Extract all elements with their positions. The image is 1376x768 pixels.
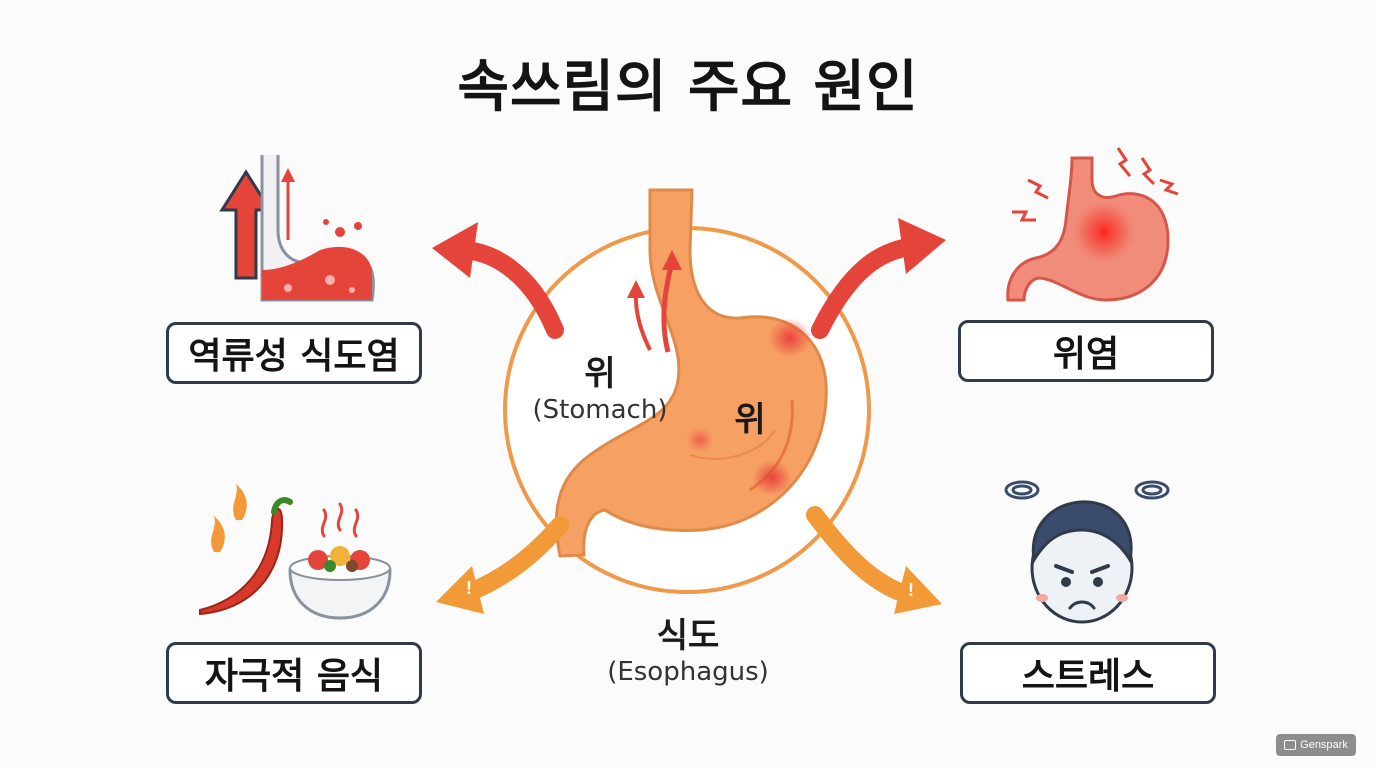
stomach-label-en: (Stomach) bbox=[532, 395, 668, 425]
page-title: 속쓰림의 주요 원인 bbox=[457, 55, 919, 120]
stomach-label: 위 (Stomach) bbox=[515, 346, 685, 425]
cause-label-gastritis: 위염 bbox=[958, 320, 1214, 382]
cause-text-reflux-esophagitis: 역류성 식도염 bbox=[188, 336, 400, 377]
watermark-badge: Genspark bbox=[1276, 734, 1356, 756]
watermark-text: Genspark bbox=[1300, 739, 1348, 751]
spicy-food-icon bbox=[199, 484, 392, 620]
stomach-label-ko: 위 bbox=[584, 354, 616, 394]
reflux-icon bbox=[219, 155, 375, 302]
esophagus-label: 식도 (Esophagus) bbox=[588, 608, 788, 687]
cause-text-gastritis: 위염 bbox=[1052, 334, 1120, 375]
arrow-to-food: ! bbox=[436, 516, 569, 614]
cause-label-stress: 스트레스 bbox=[960, 642, 1216, 704]
cause-text-stress: 스트레스 bbox=[1021, 656, 1155, 697]
stomach-illustration bbox=[554, 188, 828, 558]
svg-text:!: ! bbox=[466, 578, 472, 598]
gastritis-icon bbox=[1006, 147, 1179, 302]
esophagus-label-ko: 식도 bbox=[656, 616, 720, 656]
stomach-inner-label: 위 bbox=[734, 400, 766, 440]
cause-text-spicy-food: 자극적 음식 bbox=[204, 656, 384, 697]
stressed-face-icon bbox=[1004, 480, 1170, 624]
arrow-to-gastritis bbox=[811, 218, 946, 339]
arrow-to-reflux bbox=[432, 222, 564, 339]
watermark-icon bbox=[1284, 740, 1297, 750]
arrow-to-stress: ! bbox=[806, 506, 942, 614]
cause-label-reflux-esophagitis: 역류성 식도염 bbox=[166, 322, 422, 384]
svg-text:!: ! bbox=[908, 580, 914, 600]
cause-label-spicy-food: 자극적 음식 bbox=[166, 642, 422, 704]
esophagus-label-en: (Esophagus) bbox=[607, 657, 769, 687]
